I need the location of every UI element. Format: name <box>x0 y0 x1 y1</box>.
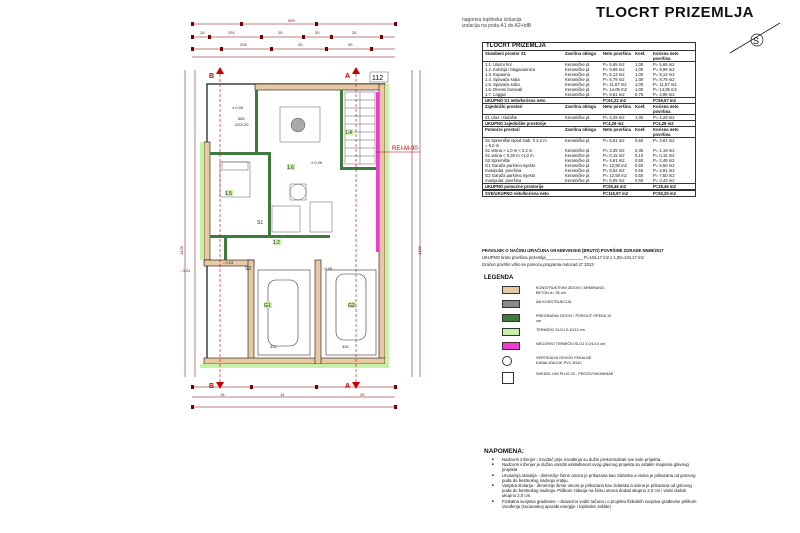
table-row: = 5,0 m <box>485 143 500 148</box>
window-dim-2: 220+20 <box>235 122 249 127</box>
dim-bottom-2: 14 <box>280 392 285 397</box>
annotation-line-2: izolacija na podu A1 do A2+tdB <box>462 23 532 29</box>
section-mark-a-bottom: A <box>345 383 350 390</box>
page-title: TLOCRT PRIZEMLJA <box>596 4 754 21</box>
garage-dim-1: 330 <box>270 344 277 349</box>
level-mark-1: ± 0,00 <box>232 105 244 110</box>
dim-top-7: 25 <box>298 42 303 47</box>
dim-right-1: 1429 <box>417 245 422 255</box>
level-mark-3: - 0,05 <box>322 266 333 271</box>
dim-top-2: 291 <box>228 30 235 35</box>
elevation-tag: 112 <box>372 75 383 82</box>
statement-line-3: Izračun površin vršio se pomoću programa… <box>482 262 594 267</box>
garage-dim-2: 330 <box>342 344 349 349</box>
svg-text:S: S <box>753 36 759 46</box>
note-item: Nadzorni inženjer je dužan utvrditi uskl… <box>490 462 700 472</box>
statement-line-1: PRAVILNIK O NAČINU IZRAČUNA GRAĐEVINSKE … <box>482 248 664 253</box>
dim-top-8: 30 <box>348 42 353 47</box>
area-table-title: TLOCRT PRIZEMLJA <box>483 43 695 51</box>
window-dim-1: 560 <box>238 116 245 121</box>
room-s2-label: S2 <box>245 266 251 272</box>
note-item: Vanjska stolarija - dimenzije širine otv… <box>490 483 700 499</box>
note-item: Fizikalna svojstva građevine - obavezno … <box>490 499 700 509</box>
dim-bottom-1: 15 <box>220 392 225 397</box>
notes-title: NAPOMENA: <box>484 448 525 455</box>
level-mark-5: - 0,03 <box>223 260 234 265</box>
room-1-5-label: 1.5 <box>225 191 232 197</box>
dim-top-6: 295 <box>240 42 247 47</box>
north-arrow-icon: S <box>729 22 781 54</box>
floor-plan: 995 15 291 25 30 25 295 25 30 1429 1429 … <box>180 18 422 409</box>
dim-top-1: 15 <box>200 30 205 35</box>
notes-list: Nadzorni inženjer i izvođač prije izvođe… <box>490 457 700 509</box>
room-1-2-label: 1.2 <box>273 240 280 246</box>
level-mark-2: ± 0,00 <box>311 160 323 165</box>
area-statement: PRAVILNIK O NAČINU IZRAČUNA GRAĐEVINSKE … <box>482 247 707 268</box>
room-g2-label: G2 <box>348 303 355 309</box>
note-item: Unutarnja stolarija - dimenzije širine o… <box>490 473 700 483</box>
door-label: REI-M-90 <box>392 146 418 152</box>
legend-title: LEGENDA <box>484 275 514 281</box>
dim-bottom-3: 25 <box>360 392 365 397</box>
room-s1-label: S1 <box>257 220 263 226</box>
room-g1-label: G1 <box>264 303 271 309</box>
note-item: Nadzorni inženjer i izvođač prije izvođe… <box>490 457 700 462</box>
dim-top-total: 995 <box>288 18 295 23</box>
section-mark-b-top: B <box>209 73 214 80</box>
dim-top-4: 30 <box>315 30 320 35</box>
statement-line-2: UKUPNO bruto površina prizemlja_________… <box>482 255 644 260</box>
dim-top-5: 25 <box>352 30 357 35</box>
annotation-line-1: nagoriva toplinska izolacija <box>462 17 522 23</box>
dim-left-1: 1429 <box>180 245 184 255</box>
section-mark-a-top: A <box>345 73 350 80</box>
section-mark-b-bottom: B <box>209 383 214 390</box>
room-1-6-label: 1.6 <box>287 165 294 171</box>
room-1-4-label: 1.4 <box>345 130 352 136</box>
level-mark-4: - 0,21 <box>180 268 191 273</box>
dim-top-3: 25 <box>278 30 283 35</box>
